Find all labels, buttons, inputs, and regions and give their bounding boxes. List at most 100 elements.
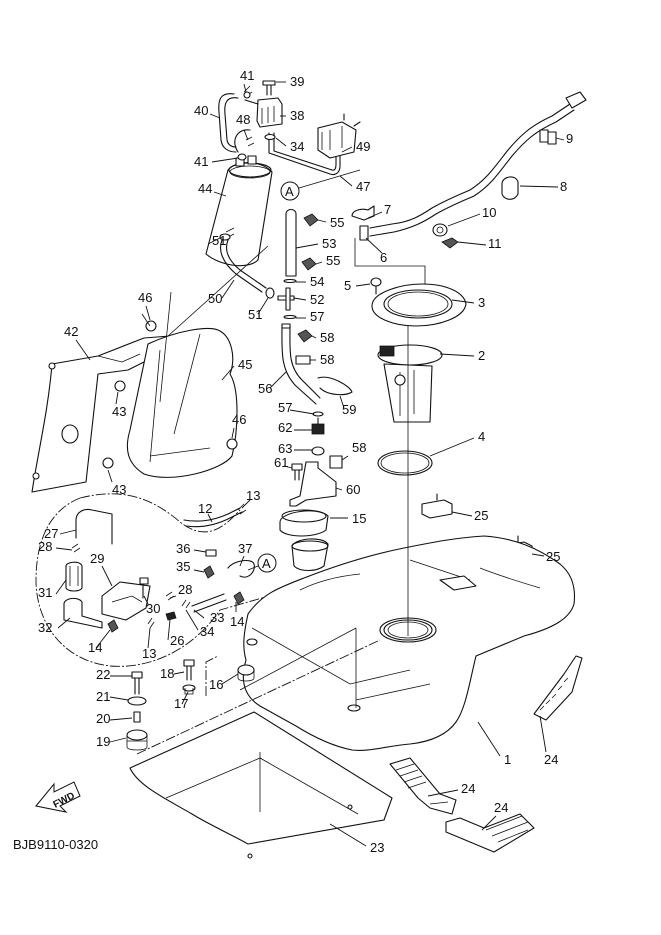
hose-47[interactable] [268,132,341,176]
callout-28[interactable]: 28 [38,539,73,554]
clip-41-lower[interactable] [237,153,247,161]
callout-36[interactable]: 36 [176,541,207,556]
callout-29[interactable]: 29 [90,551,113,587]
grommet-19[interactable] [126,729,148,751]
filter-31[interactable] [65,561,83,592]
fuel-tank-1[interactable] [242,535,576,751]
callout-55[interactable]: 55 [317,215,344,230]
bolt-22[interactable] [131,671,143,695]
callout-51[interactable]: 51 [248,297,269,322]
callout-8[interactable]: 8 [519,179,567,194]
callout-4[interactable]: 4 [429,429,485,457]
clip-28-upper[interactable] [71,543,81,553]
callout-30[interactable]: 30 [143,595,160,616]
clip-58-a[interactable] [297,329,313,343]
callout-41[interactable]: 41 [194,154,239,169]
callout-61[interactable]: 61 [274,455,293,470]
callout-10[interactable]: 10 [447,205,496,227]
callout-21[interactable]: 21 [96,689,129,704]
pad-24-right[interactable] [533,655,583,721]
callout-23[interactable]: 23 [329,823,384,855]
callout-14[interactable]: 14 [88,629,111,655]
callout-38[interactable]: 38 [280,108,304,123]
callout-26[interactable]: 26 [167,619,184,648]
bolt-43-lower[interactable] [102,457,114,469]
hose-50[interactable] [219,227,267,293]
cover-45[interactable] [126,327,238,478]
pad-24-lower-right[interactable] [445,813,535,853]
gasket-4[interactable] [377,450,433,476]
collar-20[interactable] [133,711,141,723]
callout-7[interactable]: 7 [367,202,391,219]
clip-34-lower[interactable] [181,599,191,609]
callout-46[interactable]: 46 [231,412,246,439]
fuel-cap-15[interactable] [279,509,329,537]
collar-17[interactable] [182,684,196,695]
joint-52[interactable] [277,287,295,311]
clip-48[interactable] [245,136,255,147]
callout-6[interactable]: 6 [365,237,387,265]
callout-53[interactable]: 53 [295,236,336,251]
callout-44[interactable]: 44 [198,181,227,197]
clip-6[interactable] [359,225,369,241]
callout-5[interactable]: 5 [344,278,371,293]
grommet-10[interactable] [432,223,448,237]
callout-28[interactable]: 28 [169,582,192,599]
clip-14-right[interactable] [233,591,245,605]
wire-59[interactable] [317,376,353,396]
clip-13-upper[interactable] [237,503,247,515]
callout-47[interactable]: 47 [339,175,370,194]
hose-56[interactable] [281,323,321,405]
clip-13-lower[interactable] [147,617,155,629]
clip-58-b[interactable] [295,355,311,365]
callout-58[interactable]: 58 [310,352,334,367]
fuel-pump-2[interactable] [377,344,443,423]
solenoid-valve-49[interactable] [317,113,361,159]
hose-40[interactable] [218,93,239,153]
callout-46[interactable]: 46 [138,290,152,321]
callout-3[interactable]: 3 [451,295,485,310]
clip-14-left[interactable] [107,619,119,633]
hose-27[interactable] [75,508,113,545]
o-ring-34-top[interactable] [264,133,276,141]
callout-11[interactable]: 11 [457,236,502,251]
grommet-16[interactable] [237,664,255,682]
bracket-60[interactable] [289,461,337,507]
filler-neck[interactable] [291,538,329,572]
clip-41-top[interactable] [243,85,253,99]
callout-33[interactable]: 33 [193,609,224,625]
clip-9[interactable] [539,129,557,145]
callout-16[interactable]: 16 [209,673,239,692]
clip-55-upper[interactable] [303,213,319,227]
callout-42[interactable]: 42 [64,324,91,361]
clip-28-lower[interactable] [165,591,175,601]
clamp-51-upper[interactable] [219,233,231,241]
cap-5[interactable] [370,277,382,295]
callout-13[interactable]: 13 [142,627,156,661]
callout-14[interactable]: 14 [230,602,244,629]
callout-34[interactable]: 34 [275,137,304,154]
grommet-63[interactable] [311,446,325,456]
callout-63[interactable]: 63 [278,441,312,456]
callout-50[interactable]: 50 [208,279,235,306]
washer-21[interactable] [127,696,147,706]
callout-9[interactable]: 9 [555,131,573,146]
damper-25-upper[interactable] [421,493,453,519]
callout-54[interactable]: 54 [296,274,324,289]
callout-27[interactable]: 27 [44,526,77,541]
callout-41[interactable]: 41 [240,68,254,93]
callout-45[interactable]: 45 [221,357,252,381]
callout-57[interactable]: 57 [278,400,315,415]
clip-35[interactable] [203,565,215,579]
callout-25[interactable]: 25 [531,549,560,564]
callout-1[interactable]: 1 [477,721,511,767]
hose-33[interactable] [191,593,227,613]
callout-60[interactable]: 60 [335,482,360,497]
callout-39[interactable]: 39 [276,74,304,89]
callout-43[interactable]: 43 [112,391,126,419]
pad-24-upper-left[interactable] [389,757,457,815]
callout-2[interactable]: 2 [439,348,485,363]
valve-38[interactable] [244,97,283,128]
callout-52[interactable]: 52 [293,292,324,307]
callout-25[interactable]: 25 [451,508,488,523]
